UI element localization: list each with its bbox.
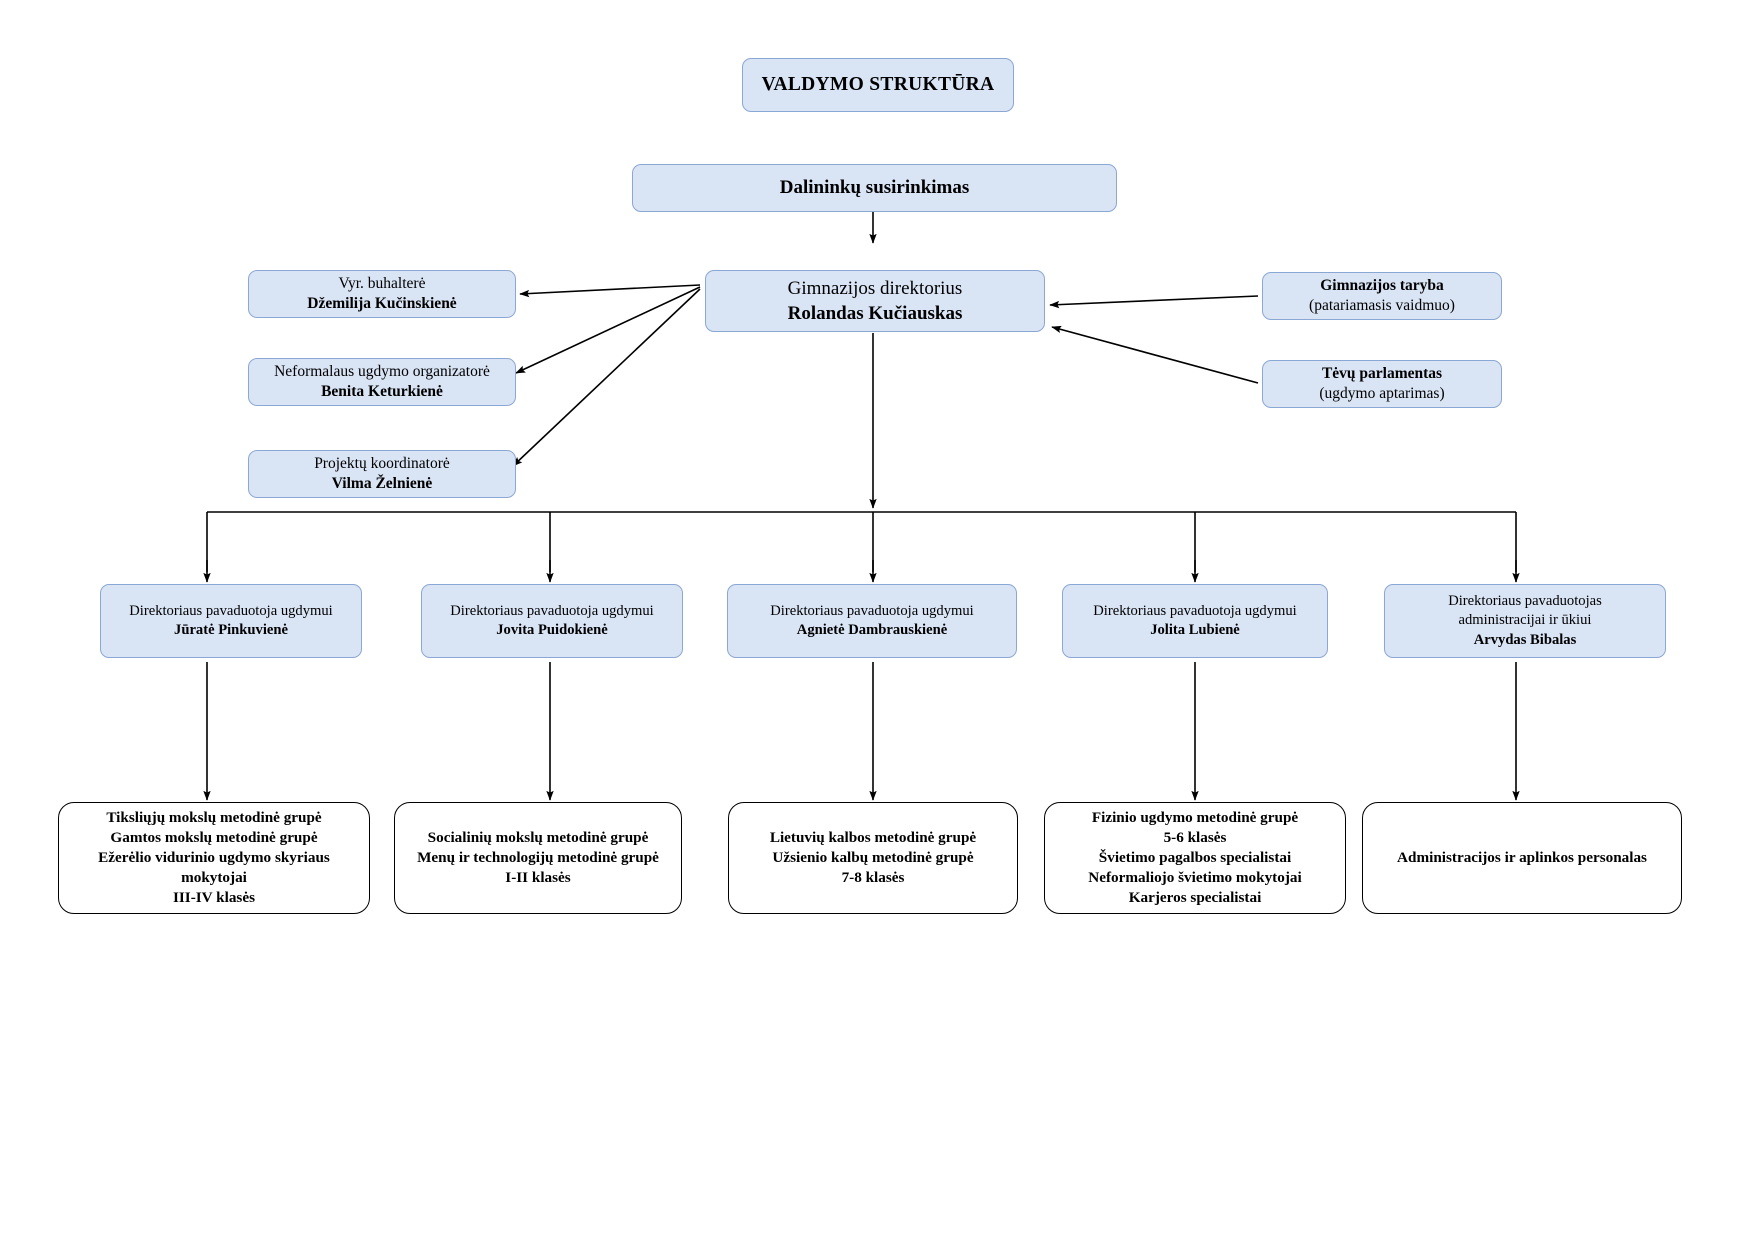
node-role: Vyr. buhalterė	[338, 274, 426, 292]
node-title: Gimnazijos taryba	[1320, 276, 1444, 294]
node-title: Tėvų parlamentas	[1321, 364, 1443, 382]
leaf-box-4[interactable]: Fizinio ugdymo metodinė grupė 5-6 klasės…	[1044, 802, 1346, 914]
leaf-line: Menų ir technologijų metodinė grupė	[417, 848, 659, 866]
leaf-line: Tiksliųjų mokslų metodinė grupė	[106, 808, 322, 826]
leaf-line: Fizinio ugdymo metodinė grupė	[1091, 808, 1299, 826]
leaf-line: Administracijos ir aplinkos personalas	[1397, 848, 1647, 866]
node-name: Džemilija Kučinskienė	[307, 295, 457, 312]
leaf-line: Lietuvių kalbos metodinė grupė	[769, 828, 977, 846]
node-label: Dalininkų susirinkimas	[779, 177, 970, 199]
leaf-line: Neformaliojo švietimo mokytojai	[1088, 869, 1302, 887]
leaf-line: Švietimo pagalbos specialistai	[1098, 848, 1292, 866]
node-note: (ugdymo aptarimas)	[1319, 385, 1445, 402]
node-role: Direktoriaus pavaduotoja ugdymui	[129, 602, 333, 619]
node-dalininku-susirinkimas[interactable]: Dalininkų susirinkimas	[632, 164, 1117, 212]
node-deputy-4[interactable]: Direktoriaus pavaduotoja ugdymui Jolita …	[1062, 584, 1328, 658]
node-deputy-2[interactable]: Direktoriaus pavaduotoja ugdymui Jovita …	[421, 584, 683, 658]
leaf-box-3[interactable]: Lietuvių kalbos metodinė grupė Užsienio …	[728, 802, 1018, 914]
diagram-title-box: VALDYMO STRUKTŪRA	[742, 58, 1014, 112]
node-name: Benita Keturkienė	[321, 383, 443, 400]
leaf-box-5[interactable]: Administracijos ir aplinkos personalas	[1362, 802, 1682, 914]
node-role: Direktoriaus pavaduotojas	[1448, 593, 1602, 610]
node-name: Jūratė Pinkuvienė	[174, 622, 288, 638]
node-name: Jolita Lubienė	[1150, 622, 1240, 638]
node-role: Neformalaus ugdymo organizatorė	[274, 362, 490, 380]
node-name: Vilma Želnienė	[331, 475, 433, 492]
node-gimnazijos-direktorius[interactable]: Gimnazijos direktorius Rolandas Kučiausk…	[705, 270, 1045, 332]
node-deputy-5[interactable]: Direktoriaus pavaduotojas administracija…	[1384, 584, 1666, 658]
node-projektu-koordinatore[interactable]: Projektų koordinatorė Vilma Želnienė	[248, 450, 516, 498]
leaf-line: Karjeros specialistai	[1128, 889, 1262, 907]
leaf-line: Užsienio kalbų metodinė grupė	[772, 848, 974, 866]
leaf-line: Ežerėlio vidurinio ugdymo skyriaus mokyt…	[98, 848, 330, 887]
node-note: (patariamasis vaidmuo)	[1309, 297, 1455, 314]
page-title: VALDYMO STRUKTŪRA	[761, 74, 995, 96]
node-deputy-3[interactable]: Direktoriaus pavaduotoja ugdymui Agnietė…	[727, 584, 1017, 658]
leaf-box-1[interactable]: Tiksliųjų mokslų metodinė grupė Gamtos m…	[58, 802, 370, 914]
node-neformalaus-ugdymo-organizatore[interactable]: Neformalaus ugdymo organizatorė Benita K…	[248, 358, 516, 406]
node-name: Agnietė Dambrauskienė	[796, 622, 948, 638]
leaf-line: I-II klasės	[505, 869, 571, 887]
leaf-line: Socialinių mokslų metodinė grupė	[427, 828, 649, 846]
node-deputy-1[interactable]: Direktoriaus pavaduotoja ugdymui Jūratė …	[100, 584, 362, 658]
node-role: Projektų koordinatorė	[314, 454, 450, 472]
leaf-box-2[interactable]: Socialinių mokslų metodinė grupė Menų ir…	[394, 802, 682, 914]
leaf-line: Gamtos mokslų metodinė grupė	[110, 828, 318, 846]
node-name: Arvydas Bibalas	[1473, 631, 1577, 648]
leaf-line: 5-6 klasės	[1163, 828, 1227, 846]
node-role: Direktoriaus pavaduotoja ugdymui	[1093, 602, 1297, 619]
node-role-second-line: administracijai ir ūkiui	[1458, 612, 1592, 629]
node-role: Direktoriaus pavaduotoja ugdymui	[770, 602, 974, 619]
node-name: Rolandas Kučiauskas	[787, 303, 963, 324]
node-role: Direktoriaus pavaduotoja ugdymui	[450, 602, 654, 619]
node-gimnazijos-taryba[interactable]: Gimnazijos taryba (patariamasis vaidmuo)	[1262, 272, 1502, 320]
leaf-line: 7-8 klasės	[841, 869, 905, 887]
leaf-line: III-IV klasės	[172, 889, 255, 907]
node-name: Jovita Puidokienė	[496, 622, 608, 638]
node-role: Gimnazijos direktorius	[787, 277, 963, 299]
node-vyr-buhaltere[interactable]: Vyr. buhalterė Džemilija Kučinskienė	[248, 270, 516, 318]
node-tevu-parlamentas[interactable]: Tėvų parlamentas (ugdymo aptarimas)	[1262, 360, 1502, 408]
